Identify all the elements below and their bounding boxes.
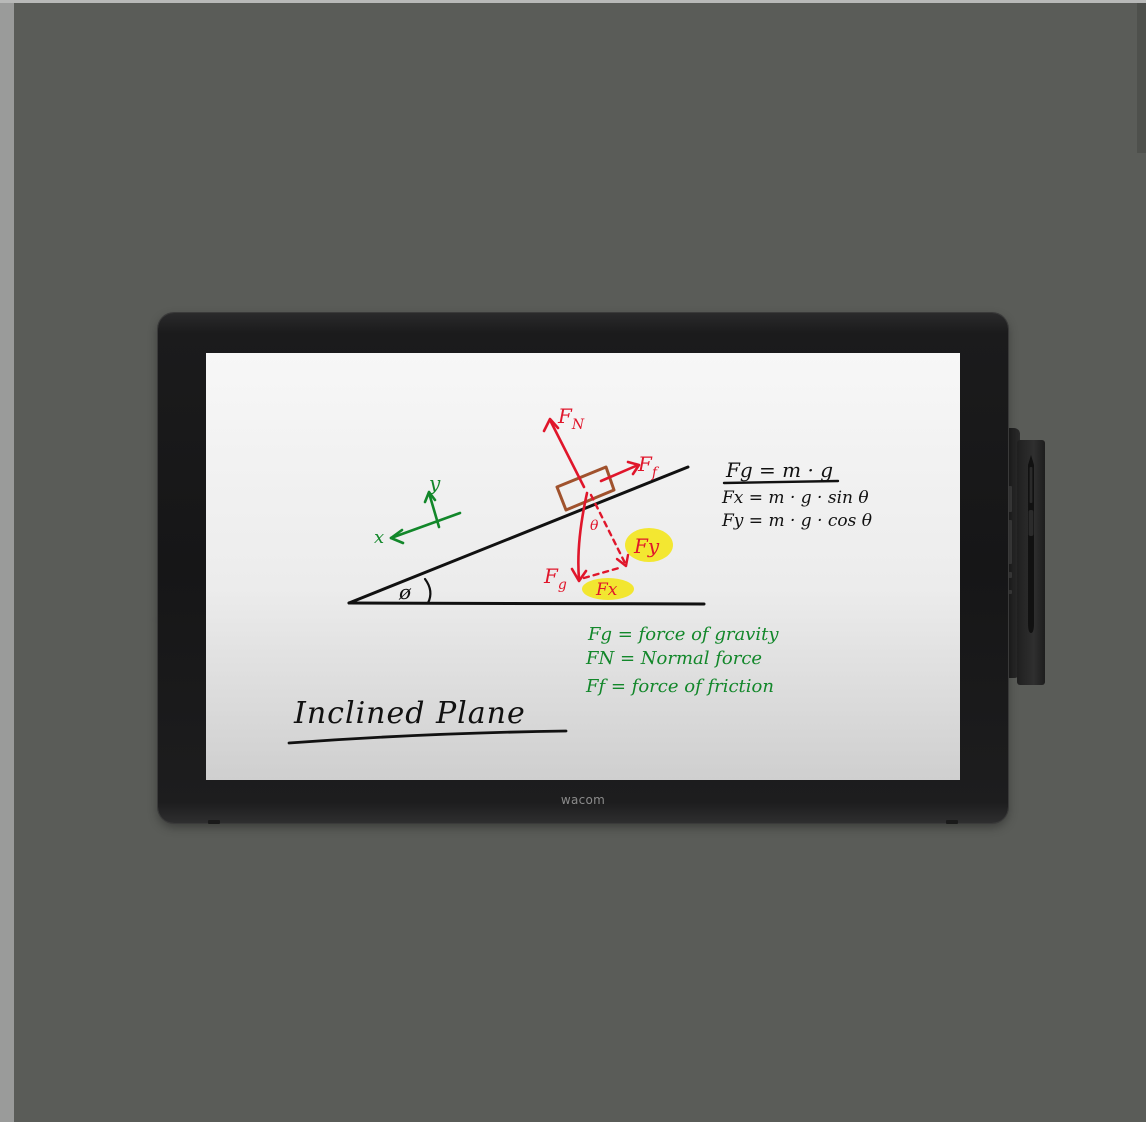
equation-x: Fx = m · g · sin θ (721, 488, 869, 508)
side-button (1007, 486, 1012, 512)
whiteboard-title: Inclined Plane (293, 696, 526, 731)
highlight-fy (625, 528, 673, 562)
tablet-foot (946, 820, 958, 824)
gravity-force-arrow (570, 491, 589, 583)
angle-symbol: ø (398, 580, 412, 604)
friction-force-label: Ff (637, 452, 660, 481)
pen-display-tablet: ø FN Ff Fg (158, 313, 1008, 823)
equation-y: Fy = m · g · cos θ (721, 511, 872, 531)
coordinate-axes (389, 490, 462, 545)
gravity-force-label: Fg (543, 564, 567, 593)
inclined-plane (347, 465, 706, 606)
theta-symbol: θ (590, 518, 599, 534)
y-axis-label: y (428, 471, 441, 495)
y-component-arrowhead (615, 553, 630, 568)
stylus-pen-icon (1028, 455, 1034, 633)
whiteboard-drawing: ø FN Ff Fg (287, 404, 872, 745)
legend-friction: Ff = force of friction (585, 676, 774, 697)
normal-force-label: FN (557, 404, 585, 433)
side-button (1007, 572, 1012, 578)
x-axis-label: x (374, 527, 384, 548)
legend: Fg = force of gravity FN = Normal force … (585, 624, 779, 697)
background-edge (1137, 3, 1146, 153)
y-component-label: Fy (633, 534, 660, 558)
legend-normal: FN = Normal force (585, 648, 762, 669)
normal-force-arrow (542, 417, 586, 489)
side-button (1007, 520, 1012, 564)
highlight-fx (582, 578, 634, 600)
component-arrows (582, 493, 628, 580)
legend-gravity: Fg = force of gravity (587, 624, 779, 645)
tablet-screen: ø FN Ff Fg (206, 353, 960, 780)
equations: Fg = m · g Fx = m · g · sin θ Fy = m · g… (721, 458, 872, 531)
tablet-foot (208, 820, 220, 824)
equation-gravity: Fg = m · g (725, 458, 833, 482)
equation-underline (722, 479, 840, 485)
block (555, 465, 616, 512)
side-button (1007, 590, 1012, 594)
x-component-label: Fx (595, 580, 618, 600)
brand-logo: wacom (560, 793, 606, 807)
friction-force-arrow (599, 460, 641, 483)
title-underline (287, 729, 568, 745)
top-edge (0, 0, 1146, 3)
